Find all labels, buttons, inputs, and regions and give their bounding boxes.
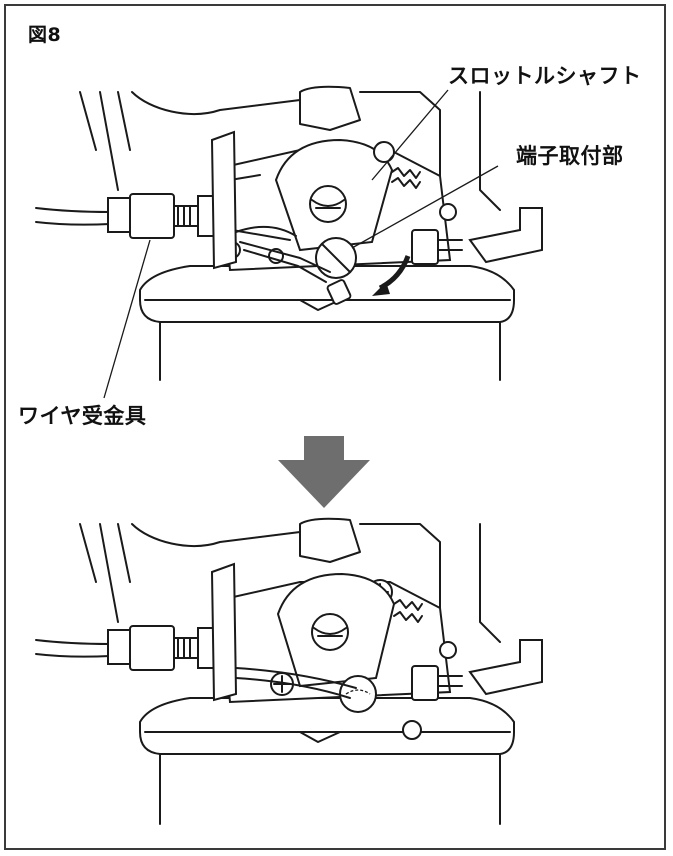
callout-wire-fitting: ワイヤ受金具: [18, 404, 147, 428]
carburetor-illustration-after: [35, 517, 543, 825]
motion-arrow-icon: [372, 255, 411, 296]
right-bracket: [468, 639, 543, 696]
throttle-cable: [35, 130, 352, 305]
callout-terminal-mount: 端子取付部: [516, 144, 624, 168]
terminal-mount-screw: [315, 237, 357, 279]
throttle-shaft-spring: [393, 599, 423, 623]
engine-bracket: [79, 85, 501, 261]
down-arrow-icon: [278, 436, 370, 508]
carburetor-illustration-before: [35, 85, 543, 399]
throttle-lever: [274, 138, 394, 252]
throttle-shaft-spring: [373, 141, 421, 189]
idle-adjust-screw: [402, 641, 463, 740]
callout-throttle-shaft: スロットルシャフト: [448, 64, 642, 88]
figure-title: 図8: [28, 24, 62, 46]
throttle-cable: [35, 562, 357, 702]
carburetor-bowl: [139, 265, 515, 381]
terminal-connected: [339, 675, 377, 713]
throttle-lever: [276, 572, 396, 688]
right-bracket: [468, 207, 543, 264]
carburetor-bowl: [139, 697, 515, 825]
idle-adjust-screw: [411, 203, 463, 265]
callout-leader-lines: [103, 89, 499, 399]
